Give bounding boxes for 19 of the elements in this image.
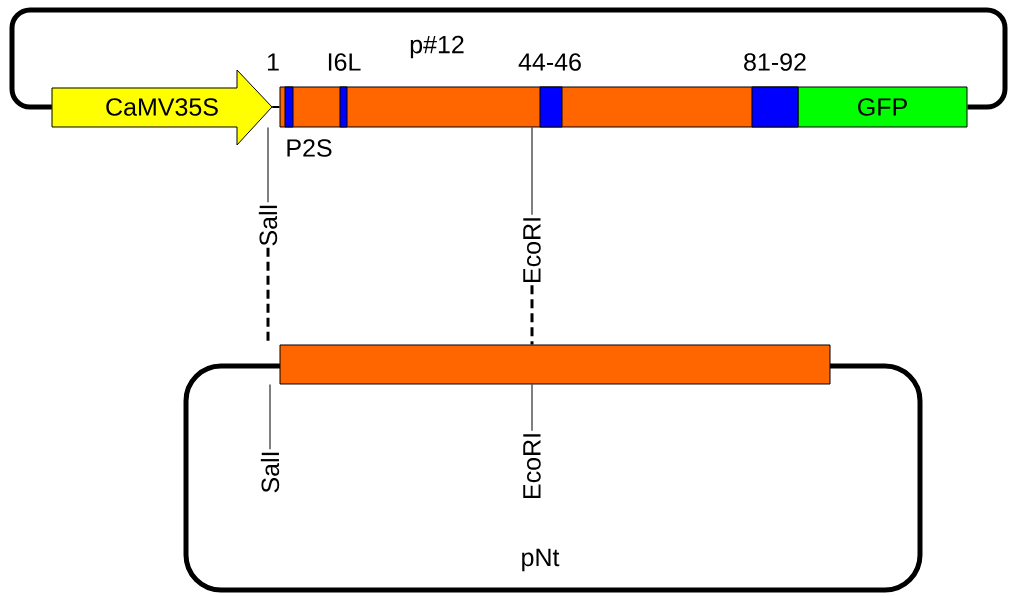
leader-line <box>531 384 533 432</box>
gene-box: GFP <box>797 86 968 128</box>
site-label: EcoRI <box>523 434 541 498</box>
leader-line <box>269 384 271 450</box>
junction-line <box>271 106 281 108</box>
part-label: P2S <box>287 139 332 157</box>
leader-line <box>267 127 269 203</box>
site-label: EcoRI <box>523 218 541 282</box>
plasmid-backbone <box>9 7 1008 110</box>
insert-bar <box>279 344 831 385</box>
part-label: 1 <box>267 53 279 71</box>
site-label: SalI <box>258 205 278 246</box>
part-label: 81-92 <box>744 53 806 71</box>
part-label: pNt <box>522 548 560 572</box>
leader-line <box>531 127 533 216</box>
part-label: p#12 <box>410 35 464 59</box>
leader-line <box>530 285 534 345</box>
part-label: I6L <box>328 53 361 71</box>
site-label: SalI <box>260 452 280 493</box>
